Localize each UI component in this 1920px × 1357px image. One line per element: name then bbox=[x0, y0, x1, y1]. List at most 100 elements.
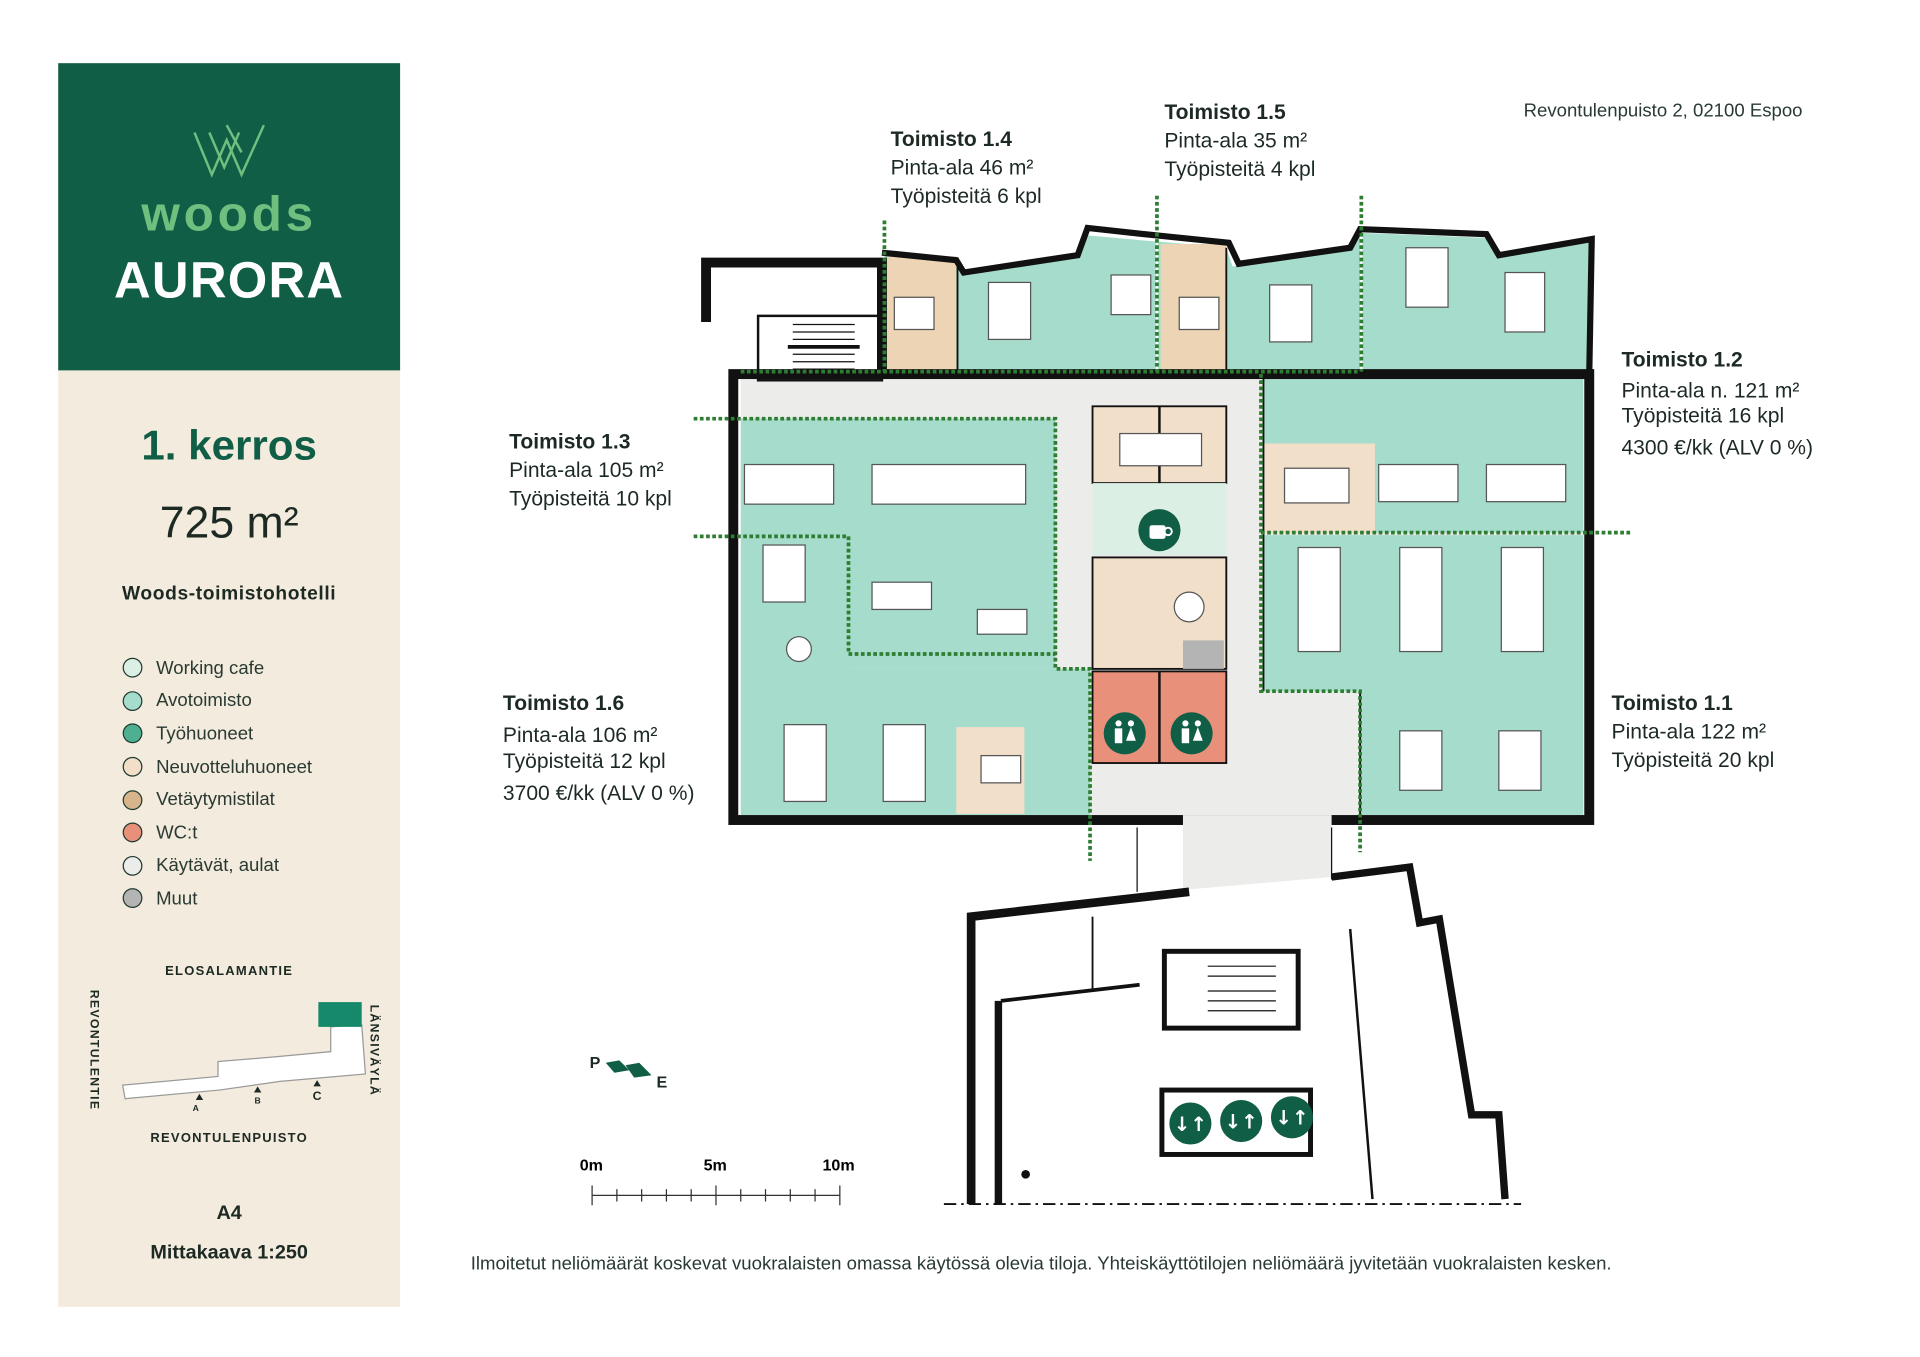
elevator-symbol: ↓↑ bbox=[1275, 1107, 1308, 1130]
elevator-symbol: ↓↑ bbox=[1174, 1113, 1207, 1136]
office-title: Toimisto 1.6 bbox=[502, 691, 625, 715]
brand-header: woods AURORA bbox=[58, 63, 401, 371]
desk bbox=[1399, 546, 1443, 653]
street-south: REVONTULENPUISTO bbox=[150, 1130, 308, 1145]
desk bbox=[1485, 463, 1567, 503]
desk bbox=[980, 754, 1022, 784]
logo-wordmark: woods bbox=[141, 187, 317, 242]
table-round bbox=[785, 636, 812, 663]
desk bbox=[783, 724, 827, 803]
street-east: LÄNSIVÄYLÄ bbox=[367, 1005, 382, 1096]
svg-text:C: C bbox=[313, 1089, 322, 1103]
legend-label: Muut bbox=[156, 888, 198, 910]
building-name: AURORA bbox=[113, 251, 345, 309]
office-desks: Työpisteitä 20 kpl bbox=[1611, 748, 1775, 772]
street-west: REVONTULENTIE bbox=[87, 990, 101, 1111]
stairs bbox=[1207, 965, 1276, 1012]
scale-label-0: 0m bbox=[580, 1157, 603, 1175]
svg-text:E: E bbox=[657, 1074, 668, 1092]
compass-arrow-icon bbox=[605, 1060, 630, 1073]
office-label-1-2: Toimisto 1.2 Pinta-ala n. 121 m² Työpist… bbox=[1621, 346, 1813, 462]
desk bbox=[871, 581, 933, 611]
office-desks: Työpisteitä 16 kpl bbox=[1621, 403, 1785, 428]
floor-title: 1. kerros bbox=[141, 422, 317, 470]
desk bbox=[1297, 546, 1341, 653]
office-title: Toimisto 1.5 bbox=[1164, 100, 1286, 124]
office-area: Pinta-ala 122 m² bbox=[1611, 719, 1767, 744]
office-area: Pinta-ala 46 m² bbox=[890, 156, 1034, 180]
legend-swatch-icon bbox=[122, 756, 143, 777]
desk bbox=[871, 463, 1027, 505]
desks bbox=[743, 247, 1567, 803]
legend-label: Käytävät, aulat bbox=[156, 855, 279, 877]
scale-bar bbox=[591, 1185, 841, 1206]
legend-swatch-icon bbox=[122, 855, 143, 876]
legend-label: Työhuoneet bbox=[156, 723, 254, 745]
office-label-1-4: Toimisto 1.4 Pinta-ala 46 m² Työpisteitä… bbox=[891, 125, 1042, 210]
desk bbox=[1500, 546, 1545, 653]
desk bbox=[1283, 467, 1350, 504]
legend-item: Neuvotteluhuoneet bbox=[122, 750, 312, 783]
zone-other bbox=[1182, 640, 1224, 669]
site-building-outline bbox=[121, 1023, 367, 1100]
legend-label: Avotoimisto bbox=[156, 690, 252, 712]
desk bbox=[1498, 730, 1542, 791]
legend-swatch-icon bbox=[122, 724, 143, 744]
site-highlight bbox=[318, 1002, 362, 1027]
desk bbox=[762, 544, 806, 603]
office-boundaries bbox=[693, 195, 1633, 861]
svg-text:P: P bbox=[590, 1054, 601, 1072]
legend-label: WC:t bbox=[156, 822, 198, 844]
legend-swatch-icon bbox=[122, 789, 143, 810]
office-area: Pinta-ala 106 m² bbox=[502, 723, 658, 747]
address: Revontulenpuisto 2, 02100 Espoo bbox=[1523, 100, 1803, 122]
lower-building: ↓↑ ↓↑ ↓↑ bbox=[943, 815, 1522, 1205]
legend-swatch-icon bbox=[122, 691, 143, 711]
desk bbox=[1178, 296, 1220, 331]
elevator-icon bbox=[1270, 1096, 1314, 1139]
office-label-1-1: Toimisto 1.1 Pinta-ala 122 m² Työpisteit… bbox=[1612, 689, 1775, 774]
walls bbox=[701, 224, 1595, 825]
svg-text:B: B bbox=[255, 1096, 261, 1106]
legend-label: Vetäytymistilat bbox=[156, 789, 275, 811]
desk bbox=[1405, 247, 1449, 308]
office-area: Pinta-ala 35 m² bbox=[1164, 128, 1308, 153]
woods-logo-icon bbox=[193, 124, 265, 178]
office-desks: Työpisteitä 4 kpl bbox=[1164, 157, 1316, 181]
table-round bbox=[1173, 591, 1205, 623]
legend-item: Vetäytymistilat bbox=[122, 783, 312, 816]
desk bbox=[1110, 274, 1152, 316]
elevator-icon bbox=[1169, 1102, 1212, 1145]
footnote: Ilmoitetut neliömäärät koskevat vuokrala… bbox=[470, 1253, 1612, 1275]
desk bbox=[1504, 271, 1546, 333]
legend-label: Working cafe bbox=[156, 657, 265, 679]
desk bbox=[987, 281, 1032, 341]
desk bbox=[1119, 432, 1203, 467]
office-title: Toimisto 1.4 bbox=[890, 127, 1012, 152]
wc-icon bbox=[1103, 712, 1146, 755]
scale-label-5: 5m bbox=[704, 1157, 727, 1175]
desk bbox=[882, 724, 926, 803]
office-desks: Työpisteitä 10 kpl bbox=[509, 486, 672, 511]
desk bbox=[976, 608, 1028, 635]
office-title: Toimisto 1.1 bbox=[1611, 691, 1733, 715]
office-title: Toimisto 1.2 bbox=[1621, 348, 1743, 372]
zone-office-1-2-top bbox=[1362, 232, 1590, 372]
desk bbox=[743, 463, 835, 505]
info-panel: woods AURORA 1. kerros 725 m² Woods-toim… bbox=[58, 63, 401, 1307]
legend-item: Working cafe bbox=[122, 652, 312, 685]
legend-item: Avotoimisto bbox=[122, 684, 312, 717]
office-label-1-6: Toimisto 1.6 Pinta-ala 106 m² Työpisteit… bbox=[503, 689, 695, 808]
office-area: Pinta-ala 105 m² bbox=[509, 458, 664, 482]
compass: P E bbox=[590, 1054, 668, 1092]
site-map: ELOSALAMANTIE REVONTULENPUISTO REVONTULE… bbox=[87, 963, 382, 1145]
legend-swatch-icon bbox=[122, 822, 143, 843]
legend-item: WC:t bbox=[122, 816, 312, 849]
svg-text:A: A bbox=[193, 1103, 200, 1113]
elevator-icon bbox=[1220, 1099, 1263, 1143]
desk bbox=[1399, 730, 1443, 791]
floor-area: 725 m² bbox=[159, 496, 299, 548]
